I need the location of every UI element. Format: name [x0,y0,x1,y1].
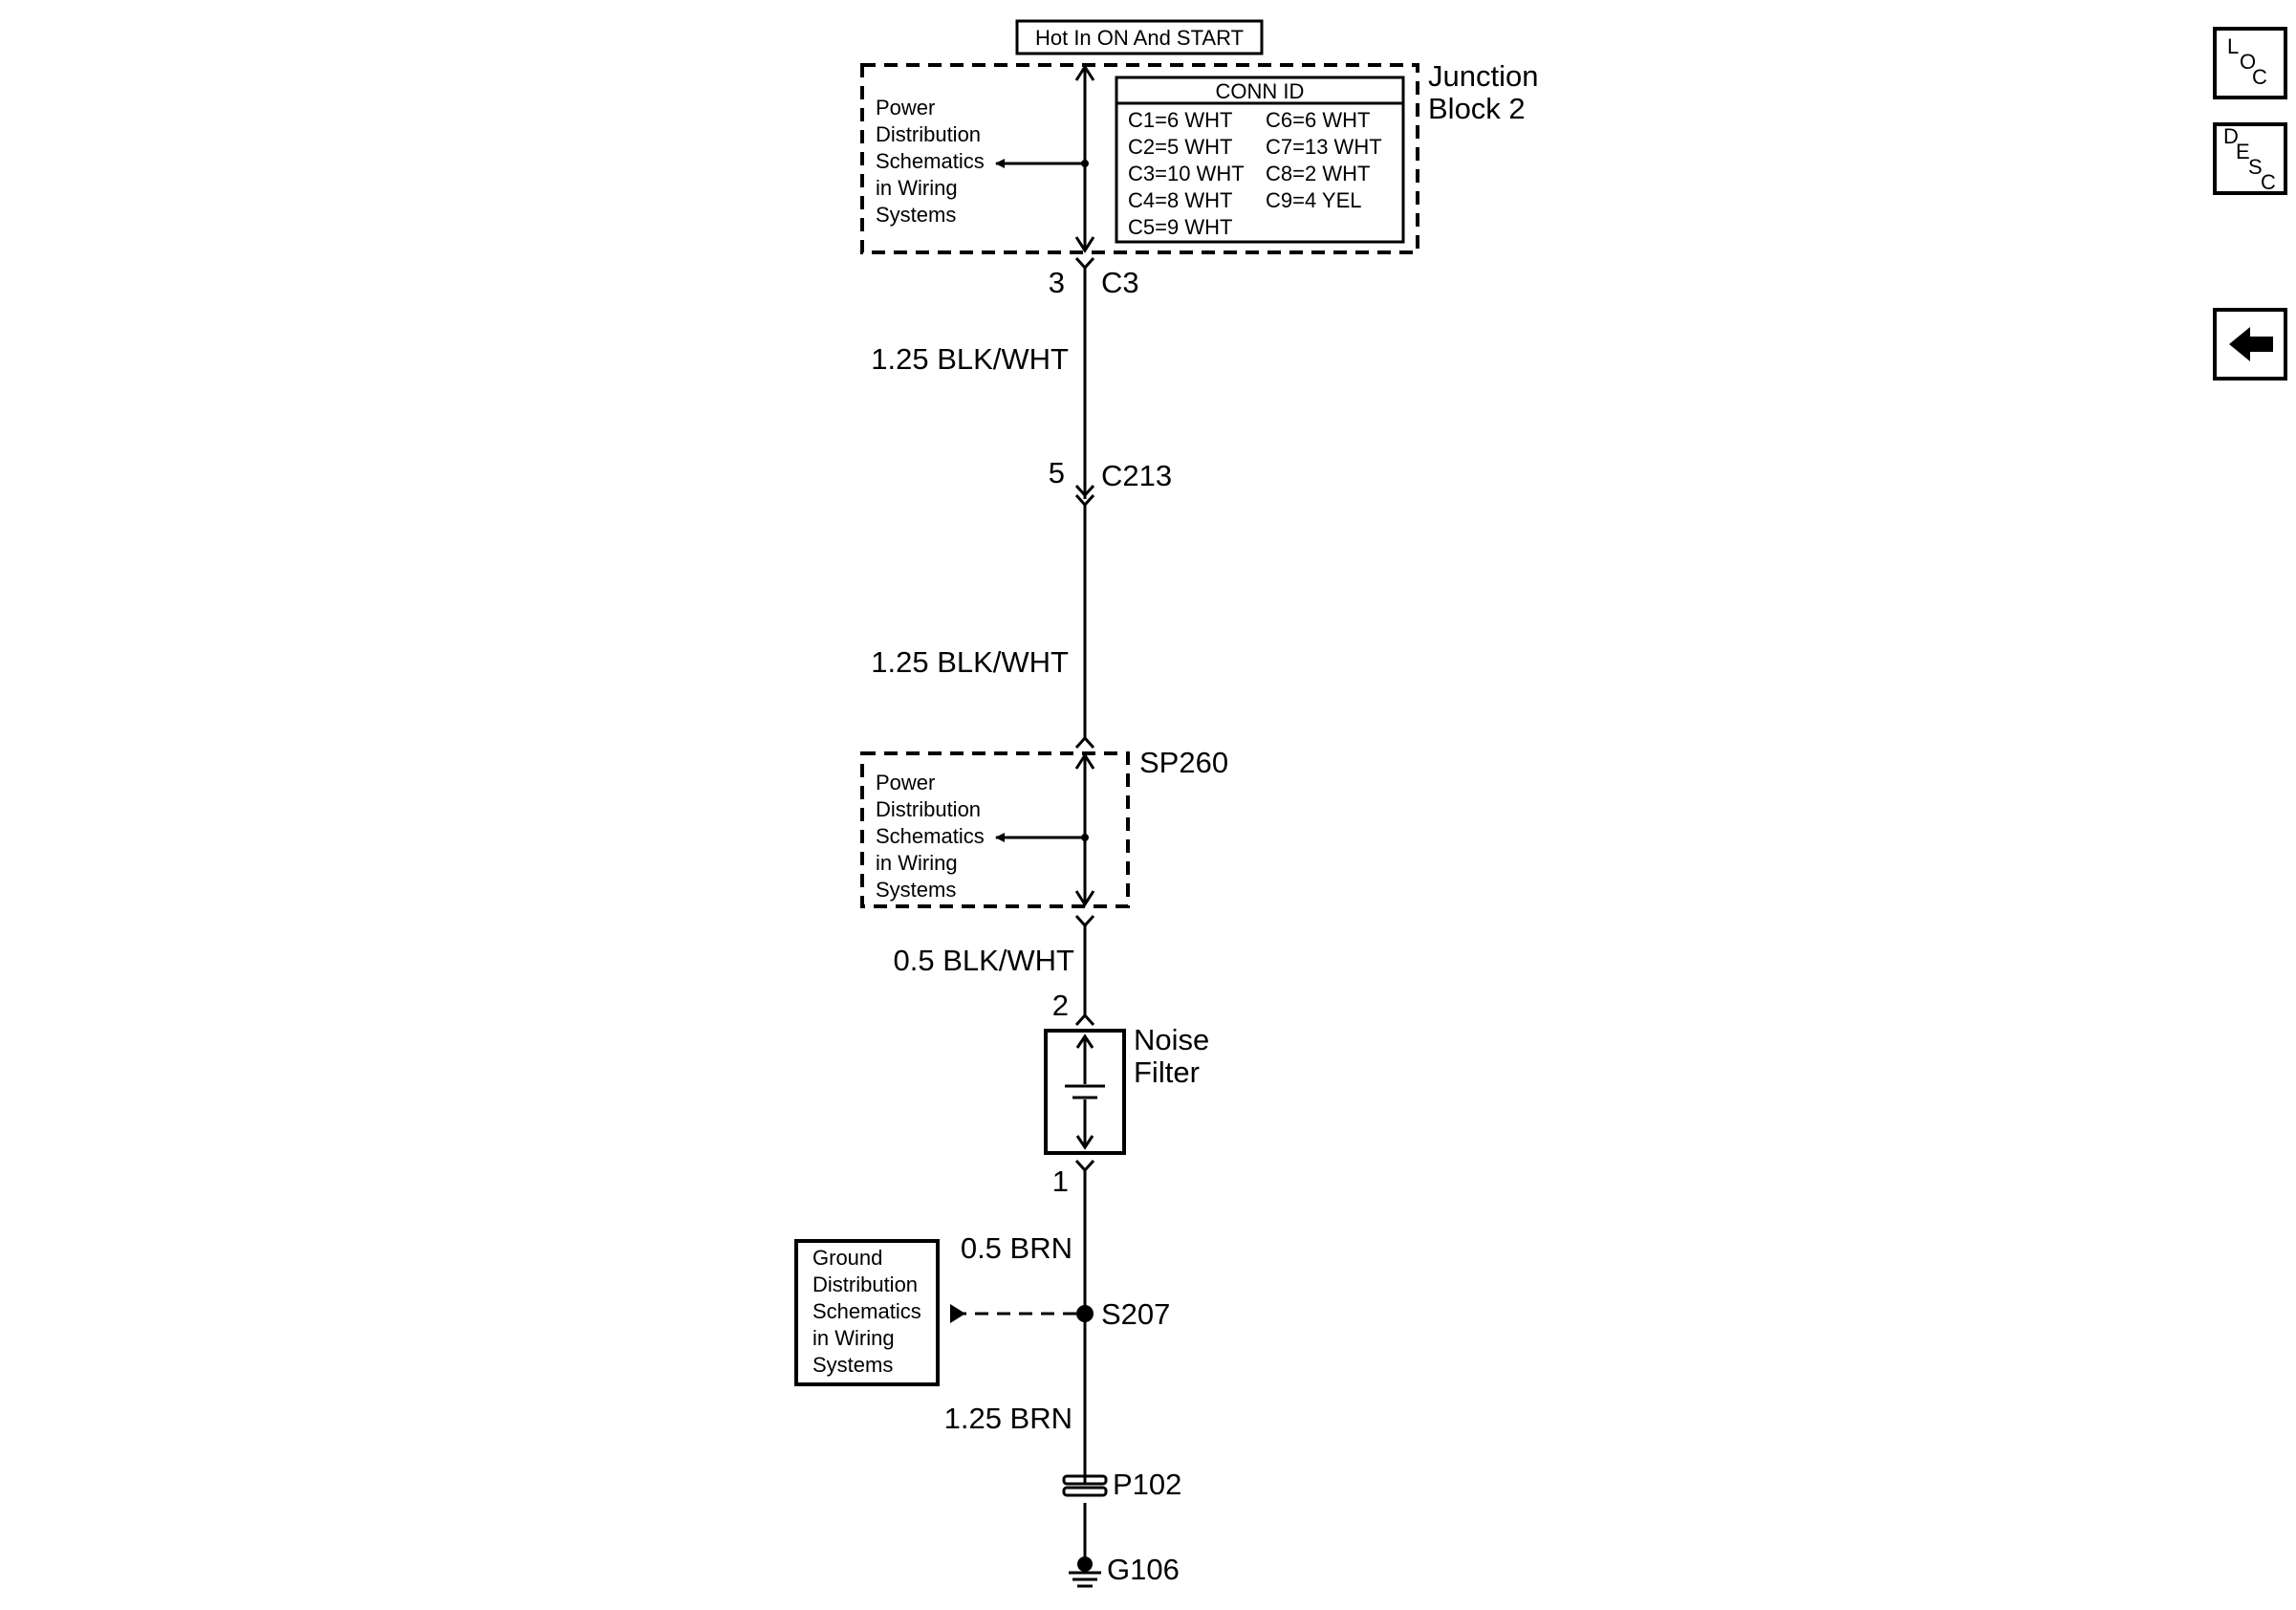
junction-internal-line [1074,64,1095,253]
svg-text:Systems: Systems [812,1353,893,1377]
svg-text:Distribution: Distribution [876,797,981,821]
connector-c3: 3 C3 [1049,256,1139,299]
svg-text:P102: P102 [1113,1468,1181,1501]
wire-label-2: 1.25 BLK/WHT [871,645,1069,679]
wire-label-4: 0.5 BRN [961,1231,1072,1265]
svg-text:Ground: Ground [812,1246,882,1270]
noise-filter: 2 1 Noise Filter [1044,989,1209,1198]
conn-id-table: CONN ID C1=6 WHT C2=5 WHT C3=10 WHT C4=8… [1115,76,1405,244]
power-distribution-ref-top: Power Distribution Schematics in Wiring … [876,96,1089,227]
svg-text:in Wiring: in Wiring [812,1326,895,1350]
svg-text:C7=13 WHT: C7=13 WHT [1266,135,1382,159]
svg-text:C3: C3 [1101,266,1139,299]
connector-c213: 5 C213 [1049,456,1172,508]
svg-text:1: 1 [1052,1164,1069,1198]
svg-text:SP260: SP260 [1139,746,1228,779]
svg-text:S207: S207 [1101,1297,1170,1331]
sp260-block: SP260 [860,735,1228,928]
svg-text:2: 2 [1052,989,1069,1022]
left-arrow-icon [2229,327,2273,361]
loc-button[interactable]: L O C [2213,27,2287,99]
back-button[interactable] [2213,308,2287,381]
svg-text:Hot In ON And START: Hot In ON And START [1035,26,1244,50]
wire-label-1: 1.25 BLK/WHT [871,342,1069,376]
svg-text:C5=9 WHT: C5=9 WHT [1128,215,1232,239]
svg-text:C213: C213 [1101,459,1172,492]
junction-block-subtitle: Block 2 [1428,92,1526,125]
wire-label-5: 1.25 BRN [944,1402,1072,1435]
svg-text:Power: Power [876,96,935,120]
svg-text:C: C [2252,65,2267,89]
svg-text:C2=5 WHT: C2=5 WHT [1128,135,1232,159]
svg-text:Schematics: Schematics [812,1299,921,1323]
svg-text:C3=10 WHT: C3=10 WHT [1128,162,1245,185]
svg-text:Power: Power [876,771,935,794]
svg-text:Systems: Systems [876,878,956,902]
splice-s207: S207 [950,1297,1170,1331]
svg-text:O: O [2240,50,2256,74]
wire-label-3: 0.5 BLK/WHT [894,944,1075,977]
svg-text:E: E [2236,140,2250,163]
power-distribution-ref-mid: Power Distribution Schematics in Wiring … [876,771,1089,902]
svg-text:Distribution: Distribution [876,122,981,146]
svg-text:D: D [2223,124,2239,148]
svg-text:in Wiring: in Wiring [876,176,958,200]
svg-text:C6=6 WHT: C6=6 WHT [1266,108,1370,132]
p102-connector: P102 [1062,1468,1181,1501]
ground-distribution-ref: Ground Distribution Schematics in Wiring… [794,1239,940,1386]
ground-g106: G106 [1069,1553,1180,1588]
junction-block-outline [860,63,1419,254]
svg-text:Systems: Systems [876,203,956,227]
svg-text:Distribution: Distribution [812,1273,918,1296]
desc-button[interactable]: D E S C [2213,122,2287,195]
svg-text:5: 5 [1049,456,1065,490]
svg-text:Schematics: Schematics [876,824,985,848]
svg-text:Filter: Filter [1134,1055,1200,1089]
svg-text:Schematics: Schematics [876,149,985,173]
svg-text:G106: G106 [1107,1553,1180,1586]
svg-text:S: S [2248,155,2263,179]
power-source-label: Hot In ON And START [1015,19,1264,55]
svg-text:C9=4 YEL: C9=4 YEL [1266,188,1362,212]
svg-text:C: C [2261,170,2276,194]
svg-text:C1=6 WHT: C1=6 WHT [1128,108,1232,132]
svg-text:CONN ID: CONN ID [1216,79,1305,103]
svg-text:C8=2 WHT: C8=2 WHT [1266,162,1370,185]
svg-text:in Wiring: in Wiring [876,851,958,875]
svg-text:Noise: Noise [1134,1023,1209,1056]
svg-text:L: L [2227,34,2239,58]
svg-text:C4=8 WHT: C4=8 WHT [1128,188,1232,212]
svg-text:3: 3 [1049,266,1065,299]
junction-block-title: Junction [1428,59,1538,93]
